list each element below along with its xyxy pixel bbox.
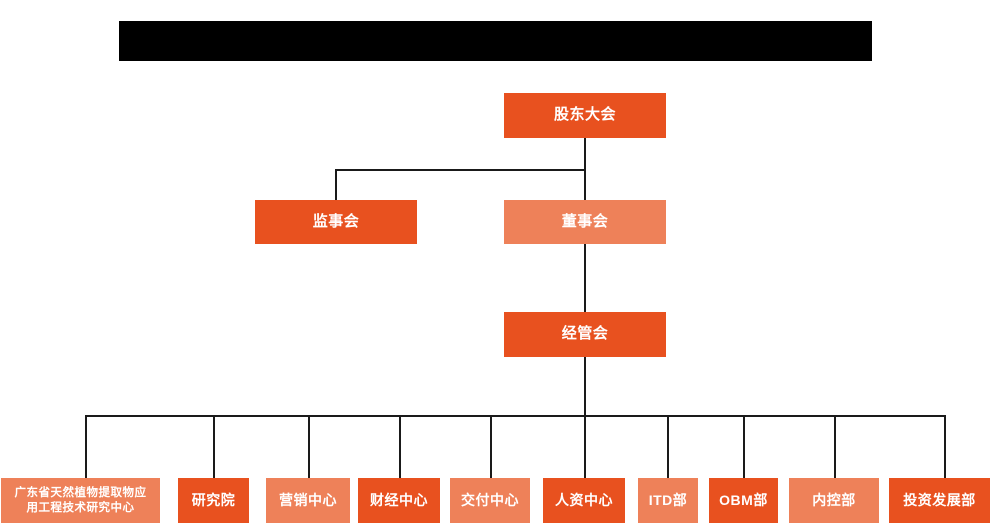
connector-directors-to-management [584,243,586,313]
node-label: 营销中心 [279,491,337,508]
connector-drop-hr-center [584,415,586,478]
node-obm-dept[interactable]: OBM部 [709,478,778,523]
node-label: 股东大会 [553,106,616,124]
connector-drop-research-institute [213,415,215,478]
node-management[interactable]: 经管会 [504,312,666,357]
connector-shareholders-down [584,138,586,171]
node-label: 交付中心 [461,491,519,508]
node-research-institute[interactable]: 研究院 [178,478,249,523]
connector-drop-itd-dept [667,415,669,478]
connector-to-directors [584,169,586,201]
node-delivery-center[interactable]: 交付中心 [450,478,530,523]
node-internal-control-dept[interactable]: 内控部 [789,478,879,523]
connector-to-supervisors [335,169,337,201]
connector-drop-delivery-center [490,415,492,478]
node-itd-dept[interactable]: ITD部 [638,478,698,523]
node-label: 广东省天然植物提取物应 用工程技术研究中心 [11,486,151,515]
node-directors[interactable]: 董事会 [504,200,666,244]
node-label: 监事会 [312,212,360,230]
connector-management-down [584,356,586,417]
node-label: 财经中心 [370,491,428,508]
node-supervisors[interactable]: 监事会 [255,200,417,244]
node-label: 内控部 [812,491,856,508]
node-label: OBM部 [719,491,768,508]
connector-drop-investment-development-dept [944,415,946,478]
connector-drop-finance-center [399,415,401,478]
node-label: 经管会 [561,325,609,343]
node-label: 投资发展部 [903,491,976,508]
node-rnd-center[interactable]: 广东省天然植物提取物应 用工程技术研究中心 [1,478,160,523]
connector-level4-bus [85,415,945,417]
node-label: 人资中心 [555,491,613,508]
connector-level2-bus [335,169,586,171]
connector-drop-obm-dept [743,415,745,478]
node-label: 董事会 [561,212,609,230]
node-hr-center[interactable]: 人资中心 [543,478,625,523]
node-label: ITD部 [648,491,688,508]
node-investment-development-dept[interactable]: 投资发展部 [889,478,990,523]
node-label: 研究院 [191,491,236,508]
node-label-line2: 用工程技术研究中心 [26,501,135,514]
node-finance-center[interactable]: 财经中心 [358,478,440,523]
node-marketing-center[interactable]: 营销中心 [266,478,350,523]
node-label-line1: 广东省天然植物提取物应 [14,487,147,500]
connector-drop-internal-control-dept [834,415,836,478]
connector-drop-marketing-center [308,415,310,478]
redacted-title-bar [119,21,872,61]
connector-drop-rnd-center [85,415,87,478]
node-shareholders[interactable]: 股东大会 [504,93,666,138]
